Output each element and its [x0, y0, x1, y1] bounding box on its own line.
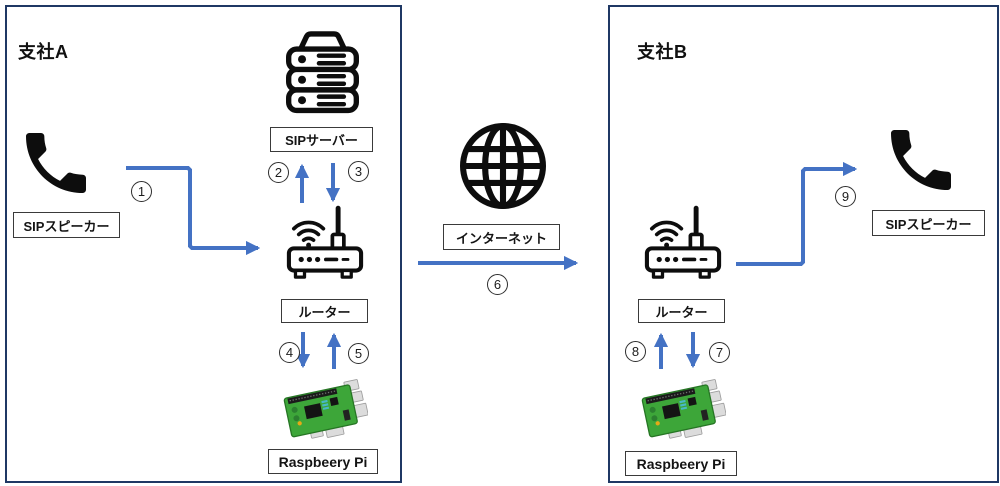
sip-speaker-phone-icon [26, 133, 86, 193]
branch-a-sip-speaker-label: SIPスピーカー [13, 212, 120, 238]
raspberry-pi-a-icon [283, 379, 368, 439]
step-2-badge: 2 [268, 162, 289, 183]
step-9-badge: 9 [835, 186, 856, 207]
branch-b-box [608, 5, 999, 483]
step-3-badge: 3 [348, 161, 369, 182]
branch-a-sip-server-label: SIPサーバー [270, 127, 373, 152]
branch-b-router-label: ルーター [638, 299, 725, 323]
branch-a-box [5, 5, 402, 483]
internet-label: インターネット [443, 224, 560, 250]
branch-a-raspberry-pi-label: Raspbeery Pi [268, 449, 378, 474]
raspberry-pi-b-icon [641, 379, 726, 439]
step-4-badge: 4 [279, 342, 300, 363]
step-8-badge: 8 [625, 341, 646, 362]
branch-b-title: 支社B [637, 42, 688, 62]
step-5-badge: 5 [348, 343, 369, 364]
sip-server-icon [286, 31, 359, 114]
sip-speaker-phone-b-icon [891, 130, 951, 190]
router-a-icon [286, 205, 364, 279]
step-1-badge: 1 [131, 181, 152, 202]
step-7-badge: 7 [709, 342, 730, 363]
step-6-badge: 6 [487, 274, 508, 295]
router-b-icon [644, 205, 722, 279]
branch-b-sip-speaker-label: SIPスピーカー [872, 210, 985, 236]
branch-a-router-label: ルーター [281, 299, 368, 323]
branch-a-title: 支社A [18, 42, 69, 62]
branch-b-raspberry-pi-label: Raspbeery Pi [625, 451, 737, 476]
internet-globe-icon [459, 122, 547, 210]
